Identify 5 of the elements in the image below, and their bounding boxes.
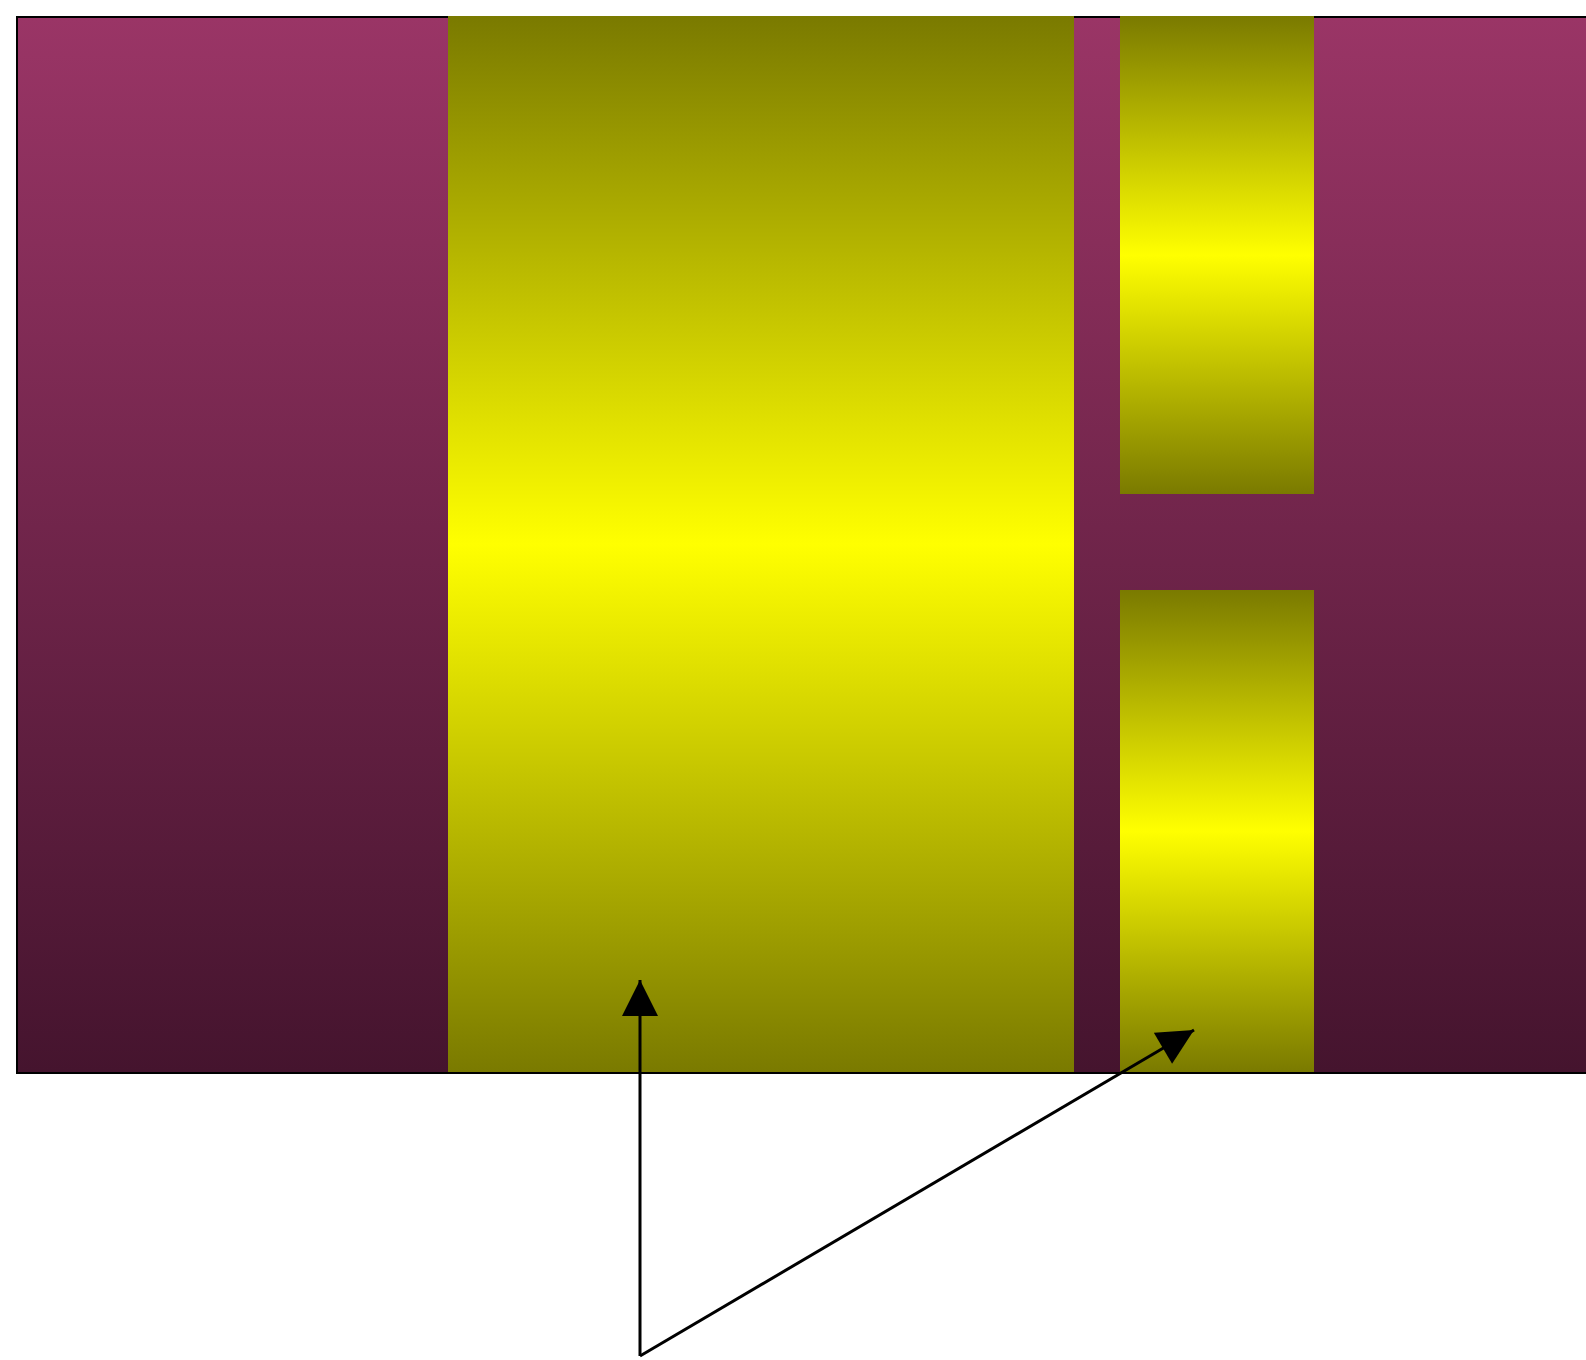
conductor-bar	[1120, 590, 1314, 1072]
leader-line	[622, 980, 658, 1356]
conductor-bar	[1120, 16, 1314, 494]
leader-line	[639, 1028, 1195, 1358]
conductor-bar	[448, 16, 1074, 1072]
